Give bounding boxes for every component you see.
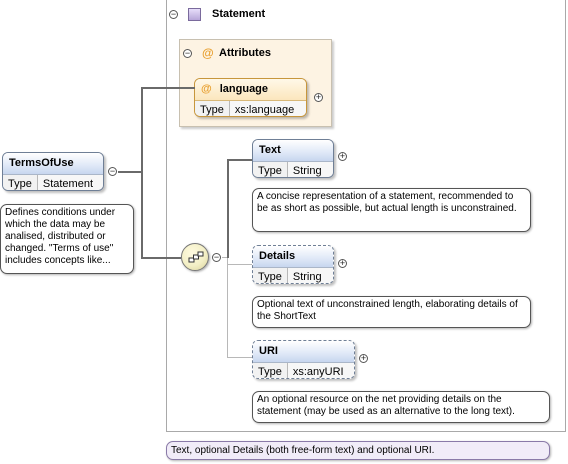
termsofuse-documentation: Defines conditions under which the data …	[0, 204, 134, 274]
attribute-expand-toggle[interactable]: +	[314, 92, 323, 102]
element-uri[interactable]: URI Type xs:anyURI	[252, 340, 355, 379]
element-name: Details	[253, 246, 333, 268]
text-documentation: A concise representation of a statement,…	[252, 188, 531, 232]
attribute-at-icon: @	[201, 83, 212, 95]
termsofuse-collapse-toggle[interactable]: −	[108, 166, 117, 176]
element-type-value: Statement	[37, 175, 103, 190]
element-name: TermsOfUse	[3, 153, 103, 175]
tree-line	[227, 160, 228, 357]
attributes-title: Attributes	[219, 47, 271, 59]
connector	[227, 159, 229, 258]
element-name: Text	[253, 140, 333, 162]
element-type-key: Type	[253, 162, 288, 177]
element-type-key: Type	[253, 268, 288, 283]
attributes-at-icon: @	[202, 46, 214, 60]
connector	[141, 87, 195, 89]
element-type-value: String	[287, 162, 333, 177]
sequence-icon	[188, 251, 204, 263]
attribute-name: language	[219, 83, 269, 95]
attributes-collapse-toggle[interactable]: −	[183, 48, 192, 58]
element-type-value: String	[287, 268, 333, 283]
element-termsofuse[interactable]: TermsOfUse Type Statement	[2, 152, 104, 191]
element-name: URI	[253, 341, 354, 363]
complex-type-icon	[188, 8, 201, 21]
attribute-type-value: xs:language	[229, 101, 306, 116]
attribute-type-key: Type	[195, 101, 230, 116]
tree-line	[227, 357, 252, 358]
element-details[interactable]: Details Type String	[252, 245, 334, 284]
sequence-collapse-toggle[interactable]: −	[212, 252, 221, 262]
complex-type-collapse-toggle[interactable]: −	[169, 9, 178, 19]
sequence-compositor-icon[interactable]	[181, 243, 209, 271]
connector	[141, 257, 181, 259]
element-type-value: xs:anyURI	[287, 363, 354, 378]
complex-type-documentation: Text, optional Details (both free-form t…	[166, 441, 550, 460]
element-type-key: Type	[253, 363, 288, 378]
text-expand-toggle[interactable]: +	[338, 151, 347, 161]
element-text[interactable]: Text Type String	[252, 139, 334, 178]
tree-line	[227, 264, 252, 265]
uri-documentation: An optional resource on the net providin…	[252, 391, 550, 423]
connector	[118, 171, 142, 173]
details-expand-toggle[interactable]: +	[338, 258, 347, 268]
tree-line	[222, 257, 228, 258]
connector	[141, 88, 143, 258]
attribute-language[interactable]: @ language Type xs:language	[194, 78, 307, 117]
complex-type-frame	[166, 0, 566, 432]
attribute-header: @ language	[195, 79, 306, 101]
uri-expand-toggle[interactable]: +	[359, 353, 368, 363]
element-type-key: Type	[3, 175, 38, 190]
complex-type-title: Statement	[212, 8, 266, 20]
details-documentation: Optional text of unconstrained length, e…	[252, 296, 531, 328]
connector	[227, 159, 252, 161]
